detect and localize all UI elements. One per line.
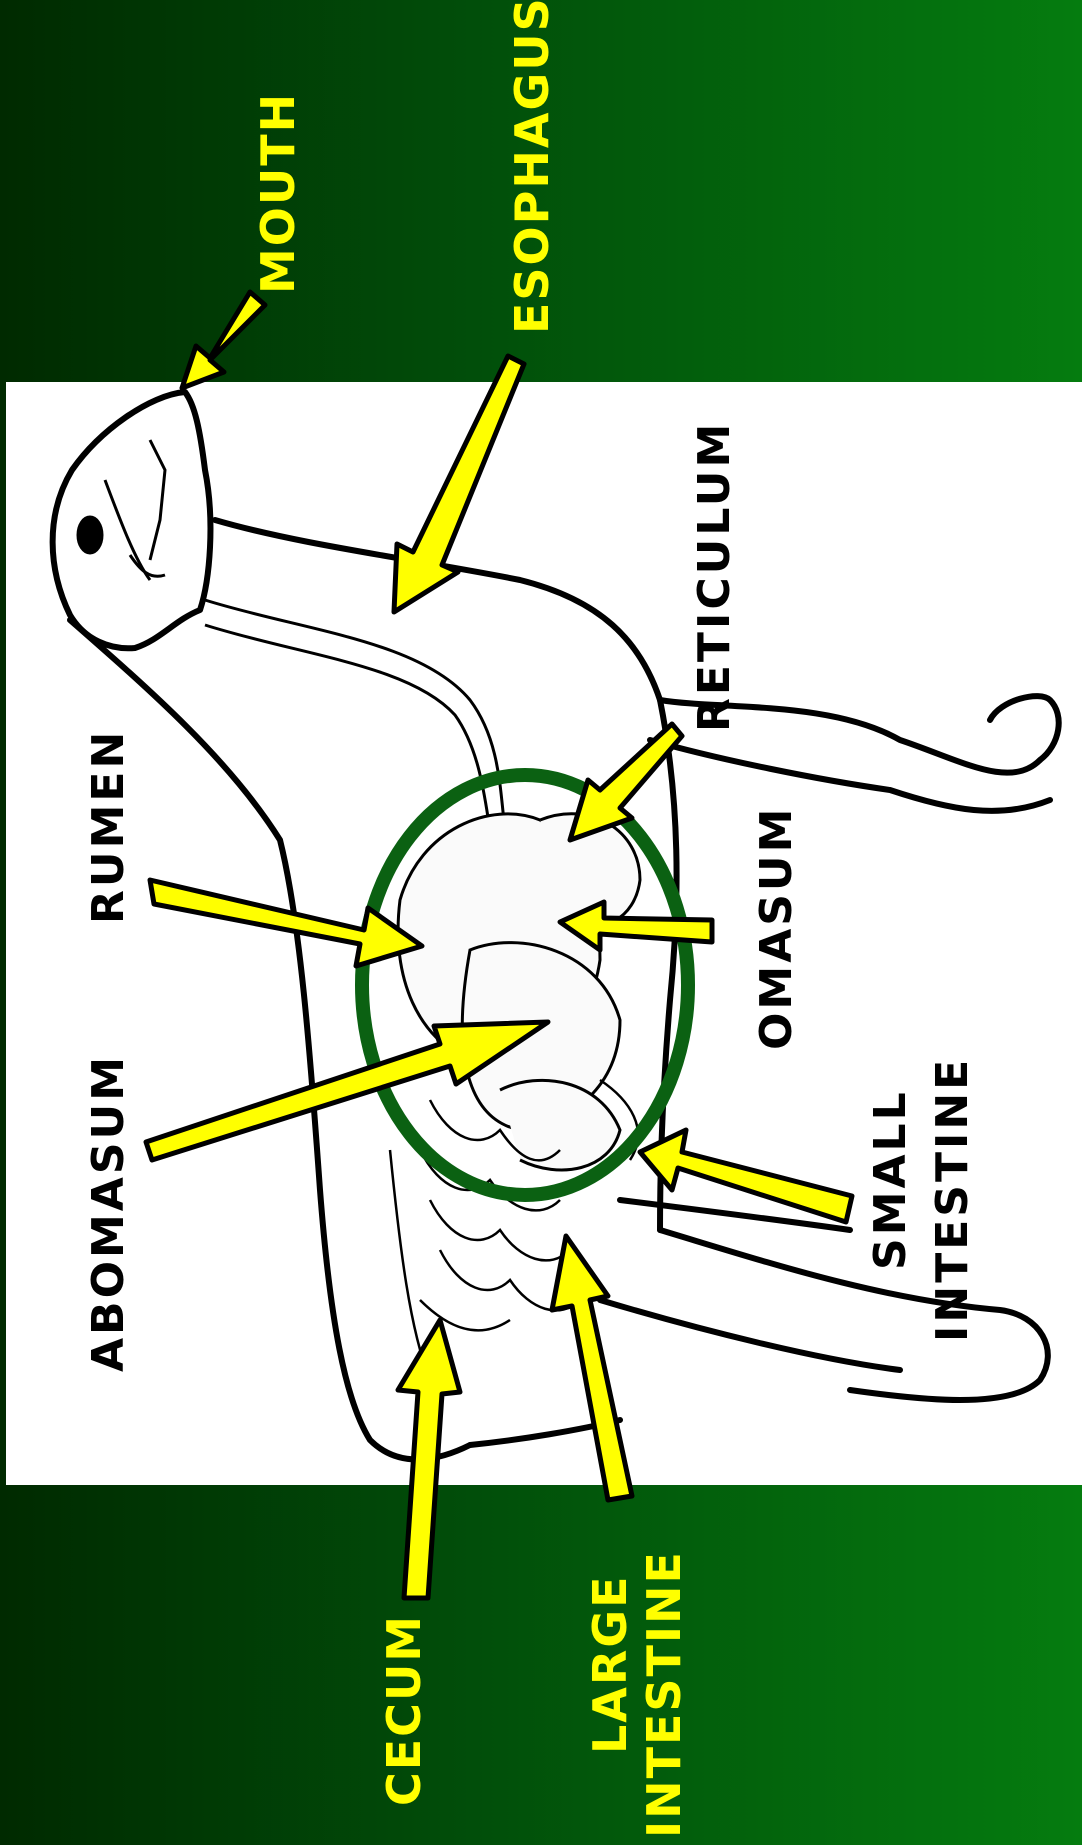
label-intestine-small: INTESTINE <box>930 1057 976 1342</box>
label-abomasum: ABOMASUM <box>86 1054 132 1372</box>
label-reticulum: RETICULUM <box>692 421 738 732</box>
label-rumen: RUMEN <box>86 729 132 924</box>
label-mouth: MOUTH <box>254 92 302 294</box>
label-intestine-large: INTESTINE <box>640 1550 688 1838</box>
arrow-reticulum <box>570 724 682 840</box>
stomach-chambers <box>398 814 640 1170</box>
label-large: LARGE <box>586 1574 634 1754</box>
arrow-esophagus <box>394 356 524 612</box>
arrow-mouth <box>182 292 265 388</box>
label-small: SMALL <box>868 1089 914 1270</box>
label-esophagus: ESOPHAGUS <box>508 0 556 334</box>
head-details <box>78 440 165 580</box>
label-cecum: CECUM <box>380 1614 428 1806</box>
label-omasum: OMASUM <box>754 806 800 1050</box>
arrow-large-intestine <box>552 1236 632 1500</box>
